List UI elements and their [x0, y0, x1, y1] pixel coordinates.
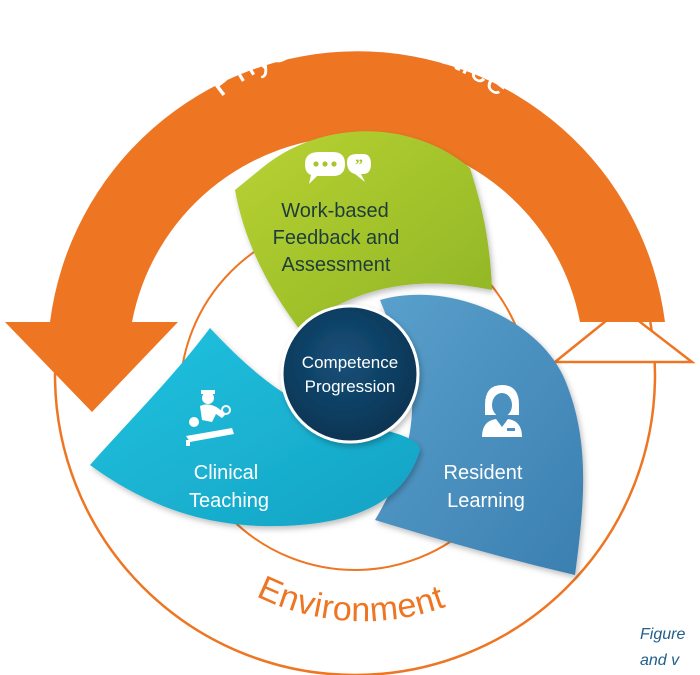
svg-text:”: ”: [355, 157, 363, 174]
right-arrow-outline: [551, 306, 696, 364]
resident-person-icon: [482, 385, 522, 437]
chat-bubbles-icon: ”: [305, 152, 371, 184]
resident-label-line1: Resident: [444, 462, 523, 484]
feedback-label-line3: Assessment: [282, 254, 391, 276]
feedback-label-line2: Feedback and: [273, 227, 400, 249]
environment-label: Environment: [252, 569, 449, 630]
teaching-label-line2: Teaching: [189, 490, 269, 512]
figure-caption: Figure and v: [640, 622, 700, 674]
physician-practice-arc: [50, 51, 665, 323]
feedback-assessment-petal: [235, 131, 492, 330]
clinical-teaching-petal: [90, 328, 420, 527]
resident-learning-petal: [375, 294, 584, 575]
doctor-patient-icon: [186, 390, 234, 446]
teaching-label-line1: Clinical: [194, 462, 258, 484]
competence-center-circle: [280, 304, 420, 444]
caption-line2: and v: [640, 652, 680, 669]
resident-label-line2: Learning: [447, 490, 525, 512]
caption-line1: Figure: [640, 626, 686, 643]
center-label-line1: Competence: [302, 353, 398, 372]
feedback-label-line1: Work-based: [281, 200, 388, 222]
left-arrow-head: [5, 322, 178, 412]
center-label-line2: Progression: [305, 377, 396, 396]
